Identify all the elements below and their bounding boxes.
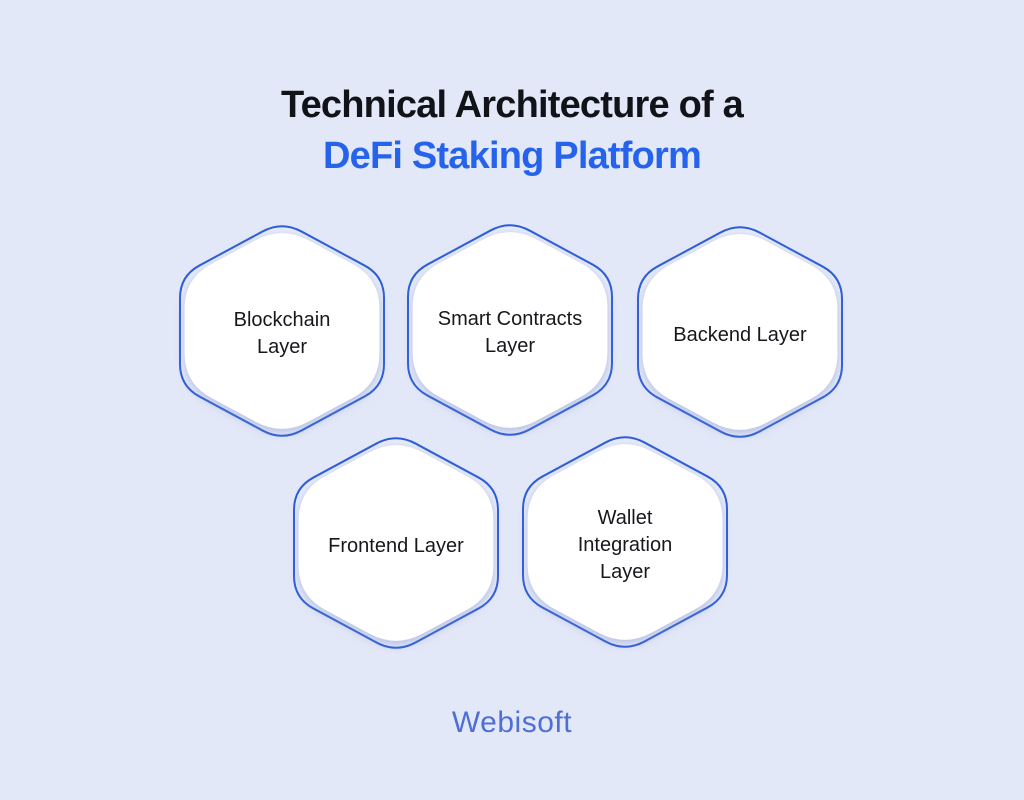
page-title: Technical Architecture of a DeFi Staking… <box>0 80 1024 182</box>
hexagon-inner-fill <box>412 232 608 428</box>
hexagon-wallet-integration-layer: Wallet Integration Layer <box>521 431 729 653</box>
hexagon-label: Frontend Layer <box>328 534 464 557</box>
hexagon-shape <box>407 224 613 436</box>
page-title-line1: Technical Architecture of a <box>281 84 744 126</box>
hexagon-inner-fill <box>298 445 494 641</box>
hexagon-inner-fill <box>527 444 723 640</box>
hexagon-backend-layer: Backend Layer <box>636 221 844 443</box>
hexagon-label: Backend Layer <box>673 323 807 346</box>
hexagon-blockchain-layer: Blockchain Layer <box>178 220 386 442</box>
hexagon-shape <box>637 226 843 438</box>
hexagon-label: Blockchain Layer <box>233 309 331 358</box>
hexagon-inner-fill <box>184 233 380 429</box>
hexagon-shape <box>522 436 728 648</box>
hexagon-label: Wallet Integration Layer <box>577 506 673 583</box>
hexagon-inner-fill <box>642 234 838 430</box>
page-title-line2: DeFi Staking Platform <box>322 135 702 177</box>
hexagon-smart-contracts-layer: Smart Contracts Layer <box>406 219 614 441</box>
hexagon-shape <box>179 225 385 437</box>
hexagon-frontend-layer: Frontend Layer <box>292 432 500 654</box>
hexagon-shape <box>293 437 499 649</box>
brand-wordmark: Webisoft <box>451 706 573 739</box>
hexagon-label: Smart Contracts Layer <box>437 308 583 357</box>
